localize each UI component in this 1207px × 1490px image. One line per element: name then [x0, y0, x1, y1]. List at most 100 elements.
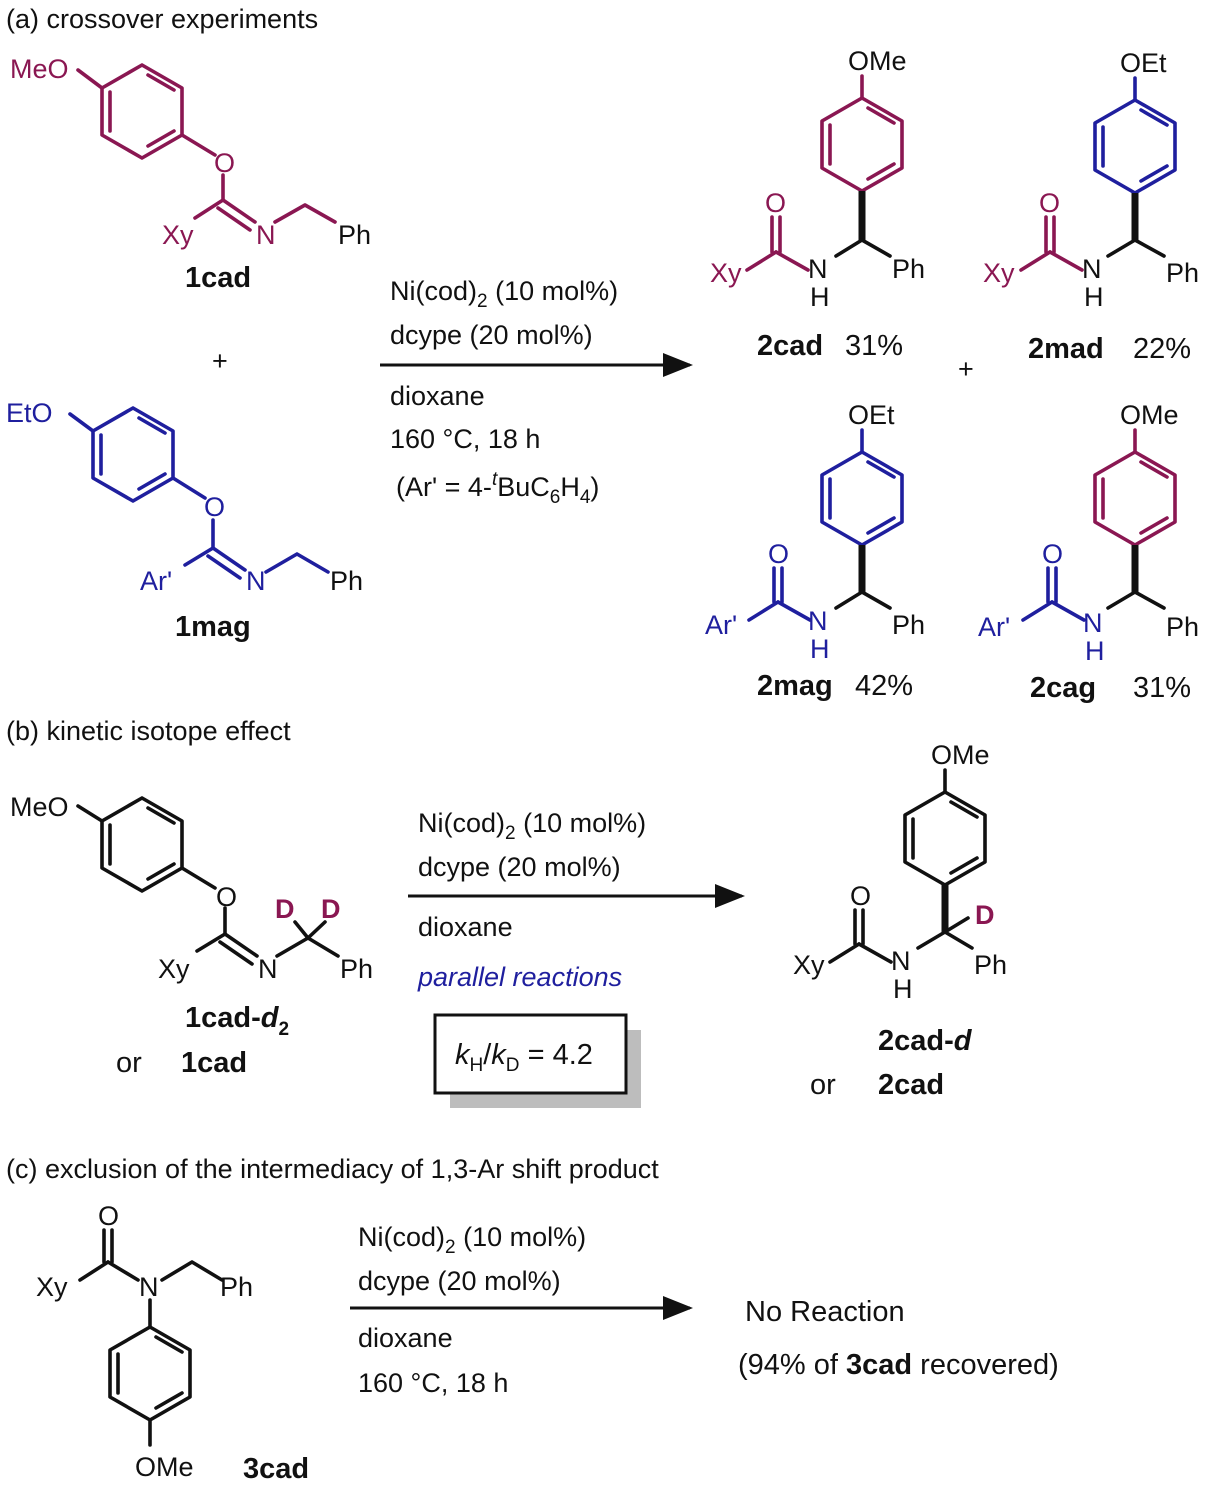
n-label-1cad-d2: N — [258, 954, 278, 984]
n-label-2cad: N — [808, 254, 828, 284]
n-label-2cad-d: N — [891, 946, 911, 976]
compound-label-2cad: 2cad — [757, 330, 823, 362]
conditions-b-catalyst: Ni(cod)2 (10 mol%) — [418, 808, 646, 844]
o-label-2cag: O — [1042, 539, 1063, 569]
ph-label-2cag: Ph — [1166, 612, 1199, 642]
structure-2mag — [747, 428, 904, 622]
compound-label-2cag: 2cag — [1030, 672, 1096, 704]
conditions-a-ligand: dcype (20 mol%) — [390, 320, 593, 350]
structure-2mad — [1019, 76, 1177, 272]
xy-label-2cad: Xy — [710, 258, 742, 288]
structure-2cad — [745, 74, 904, 272]
ph-label-1mag: Ph — [330, 566, 363, 596]
n-label-2mad: N — [1082, 254, 1102, 284]
structure-2cad-d — [828, 768, 987, 964]
h-label-2cag: H — [1085, 636, 1105, 666]
conditions-b-ligand: dcype (20 mol%) — [418, 852, 621, 882]
ome-label-2cad: OMe — [848, 46, 907, 76]
xy-label-1cad: Xy — [162, 220, 194, 250]
conditions-c-ligand: dcype (20 mol%) — [358, 1266, 561, 1296]
compound-label-1cad: 1cad — [185, 262, 251, 294]
ome-label-2cag: OMe — [1120, 400, 1179, 430]
ar-label-1mag: Ar' — [140, 566, 172, 596]
structure-2cag — [1021, 428, 1177, 622]
o-label-1cad: O — [214, 148, 235, 178]
recovered-label: (94% of 3cad recovered) — [738, 1349, 1059, 1381]
compound-label-2cad-b: 2cad — [878, 1069, 944, 1101]
compound-label-2mag: 2mag — [757, 670, 833, 702]
o-label-2cad-d: O — [850, 881, 871, 911]
structure-1cad — [76, 63, 337, 232]
ph-label-1cad: Ph — [338, 220, 371, 250]
structure-3cad — [78, 1228, 224, 1447]
meo-label-1cad: MeO — [10, 54, 69, 84]
conditions-c-catalyst: Ni(cod)2 (10 mol%) — [358, 1222, 586, 1258]
o-label-2mad: O — [1039, 188, 1060, 218]
o-label-2mag: O — [768, 539, 789, 569]
n-label-2mag: N — [808, 606, 828, 636]
section-c-title: (c) exclusion of the intermediacy of 1,3… — [6, 1154, 659, 1184]
n-label-2cag: N — [1083, 608, 1103, 638]
no-reaction-label: No Reaction — [745, 1296, 905, 1328]
n-label-1mag: N — [246, 566, 266, 596]
xy-label-2cad-d: Xy — [793, 950, 825, 980]
h-label-2mag: H — [810, 634, 830, 664]
xy-label-1cad-d2: Xy — [158, 954, 190, 984]
or-label-b-right: or — [810, 1069, 836, 1101]
section-b-title: (b) kinetic isotope effect — [6, 716, 291, 746]
conditions-a-ar-def: (Ar' = 4-tBuC6H4) — [396, 469, 599, 508]
compound-label-3cad: 3cad — [243, 1453, 309, 1485]
kie-box — [433, 1013, 628, 1095]
compound-label-1cad-d2: 1cad-d2 — [185, 1002, 289, 1040]
ar-label-2mag: Ar' — [705, 610, 737, 640]
structure-1cad-d2 — [76, 796, 340, 966]
n-label-1cad: N — [256, 220, 276, 250]
eto-label-1mag: EtO — [6, 398, 53, 428]
section-a-title: (a) crossover experiments — [6, 4, 318, 34]
xy-label-3cad: Xy — [36, 1272, 68, 1302]
h-label-2mad: H — [1084, 282, 1104, 312]
d-label-2cad-d: D — [975, 900, 995, 930]
conditions-a-temp: 160 °C, 18 h — [390, 424, 540, 454]
o-label-1mag: O — [204, 492, 225, 522]
yield-2mad: 22% — [1133, 333, 1191, 365]
o-label-3cad: O — [98, 1201, 119, 1231]
h-label-2cad-d: H — [893, 974, 913, 1004]
yield-2mag: 42% — [855, 670, 913, 702]
ome-label-2cad-d: OMe — [931, 740, 990, 770]
o-label-2cad: O — [765, 188, 786, 218]
ph-label-2mad: Ph — [1166, 258, 1199, 288]
n-label-3cad: N — [139, 1272, 159, 1302]
kie-value: kH/kD = 4.2 — [455, 1039, 593, 1076]
d-label-2: D — [321, 894, 341, 924]
conditions-b-solvent: dioxane — [418, 912, 513, 942]
conditions-a-solvent: dioxane — [390, 381, 485, 411]
conditions-a-catalyst: Ni(cod)2 (10 mol%) — [390, 276, 618, 312]
oet-label-2mag: OEt — [848, 400, 895, 430]
ph-label-3cad: Ph — [220, 1272, 253, 1302]
yield-2cag: 31% — [1133, 672, 1191, 704]
ph-label-2cad: Ph — [892, 254, 925, 284]
d-label-1: D — [275, 894, 295, 924]
ph-label-1cad-d2: Ph — [340, 954, 373, 984]
ome-label-3cad: OMe — [135, 1452, 194, 1482]
o-label-1cad-d2: O — [216, 882, 237, 912]
oet-label-2mad: OEt — [1120, 48, 1167, 78]
compound-label-2cad-d: 2cad-d — [878, 1025, 973, 1057]
ph-label-2mag: Ph — [892, 610, 925, 640]
xy-label-2mad: Xy — [983, 258, 1015, 288]
parallel-reactions-label: parallel reactions — [417, 962, 622, 992]
meo-label-1cad-d2: MeO — [10, 792, 69, 822]
compound-label-1cad-b: 1cad — [181, 1047, 247, 1079]
compound-label-2mad: 2mad — [1028, 333, 1104, 365]
conditions-c-temp: 160 °C, 18 h — [358, 1368, 508, 1398]
h-label-2cad: H — [810, 282, 830, 312]
or-label-b-left: or — [116, 1047, 142, 1079]
plus-sign-a2: + — [958, 354, 974, 384]
structure-1mag — [68, 406, 330, 580]
yield-2cad: 31% — [845, 330, 903, 362]
compound-label-1mag: 1mag — [175, 611, 251, 643]
plus-sign-a1: + — [212, 346, 228, 376]
